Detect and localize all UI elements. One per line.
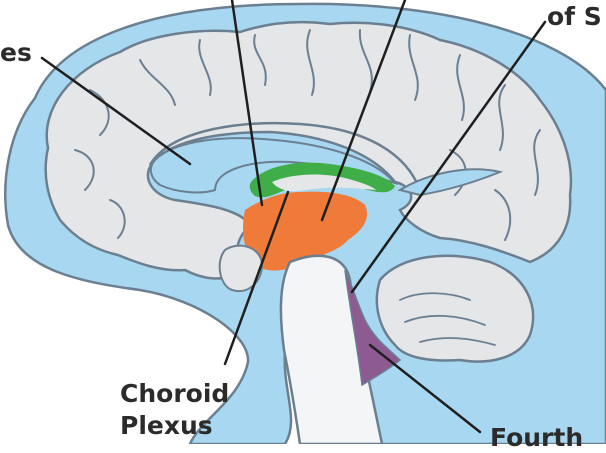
cerebellum-folds xyxy=(399,292,496,346)
leader-line-lateral xyxy=(40,56,192,166)
label-choroid-line1: Choroid xyxy=(120,379,230,408)
leader-line-fourth xyxy=(368,343,482,434)
third-ventricle xyxy=(243,191,368,271)
cerebrum xyxy=(44,20,573,280)
gyri-folds xyxy=(74,29,541,241)
choroid-plexus-inner xyxy=(272,174,376,192)
pituitary-region xyxy=(218,244,264,293)
fourth-ventricle xyxy=(344,269,402,387)
corpus-callosum xyxy=(148,121,422,191)
leader-line-top-left xyxy=(230,0,264,207)
label-choroid-line2: Plexus xyxy=(120,411,213,440)
label-choroid-plexus: Choroid Plexus xyxy=(120,378,229,442)
cerebellum xyxy=(375,254,535,363)
leader-lines xyxy=(40,0,547,434)
label-aqueduct-partial: of S xyxy=(547,2,602,31)
label-ventricles-partial: es xyxy=(0,38,32,67)
leader-line-choroid xyxy=(223,190,290,366)
leader-line-aqueduct xyxy=(350,20,547,294)
label-fourth-ventricle-partial: Fourth xyxy=(490,423,584,452)
leader-line-top-center xyxy=(320,0,407,222)
